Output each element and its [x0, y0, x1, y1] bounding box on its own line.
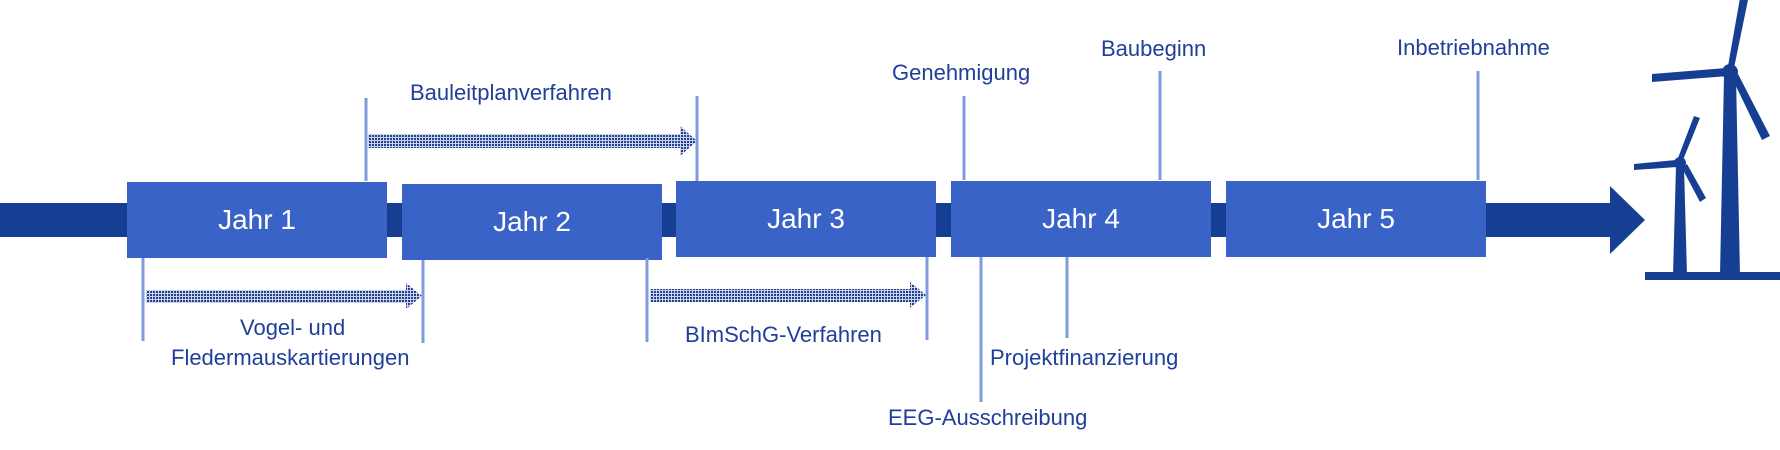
year-box-5 — [1226, 181, 1486, 257]
kartierung-label-line1: Vogel- und — [240, 315, 346, 340]
year-label-4: Jahr 4 — [1042, 203, 1120, 234]
genehmigung-label: Genehmigung — [892, 60, 1031, 85]
year-box-3 — [676, 181, 936, 257]
bimschg-label: BImSchG-Verfahren — [685, 322, 882, 347]
process-arrow-bimschg — [650, 282, 926, 308]
process-arrow-kartierung — [146, 283, 422, 309]
year-label-1: Jahr 1 — [218, 204, 296, 235]
year-label-2: Jahr 2 — [493, 206, 571, 237]
process-arrow-bauleitplan — [368, 126, 697, 156]
baubeginn-label: Baubeginn — [1101, 36, 1207, 61]
year-label-5: Jahr 5 — [1317, 203, 1395, 234]
year-box-4 — [951, 181, 1211, 257]
finanzierung-label: Projektfinanzierung — [990, 345, 1179, 370]
bauleitplan-label: Bauleitplanverfahren — [410, 80, 612, 105]
year-label-3: Jahr 3 — [767, 203, 845, 234]
year-box-2 — [402, 184, 662, 260]
inbetriebnahme-label: Inbetriebnahme — [1397, 35, 1550, 60]
eeg-label: EEG-Ausschreibung — [888, 405, 1088, 430]
kartierung-label-line2: Fledermauskartierungen — [171, 345, 410, 370]
wind-turbines-icon — [1634, 0, 1780, 280]
year-box-1 — [127, 182, 387, 258]
